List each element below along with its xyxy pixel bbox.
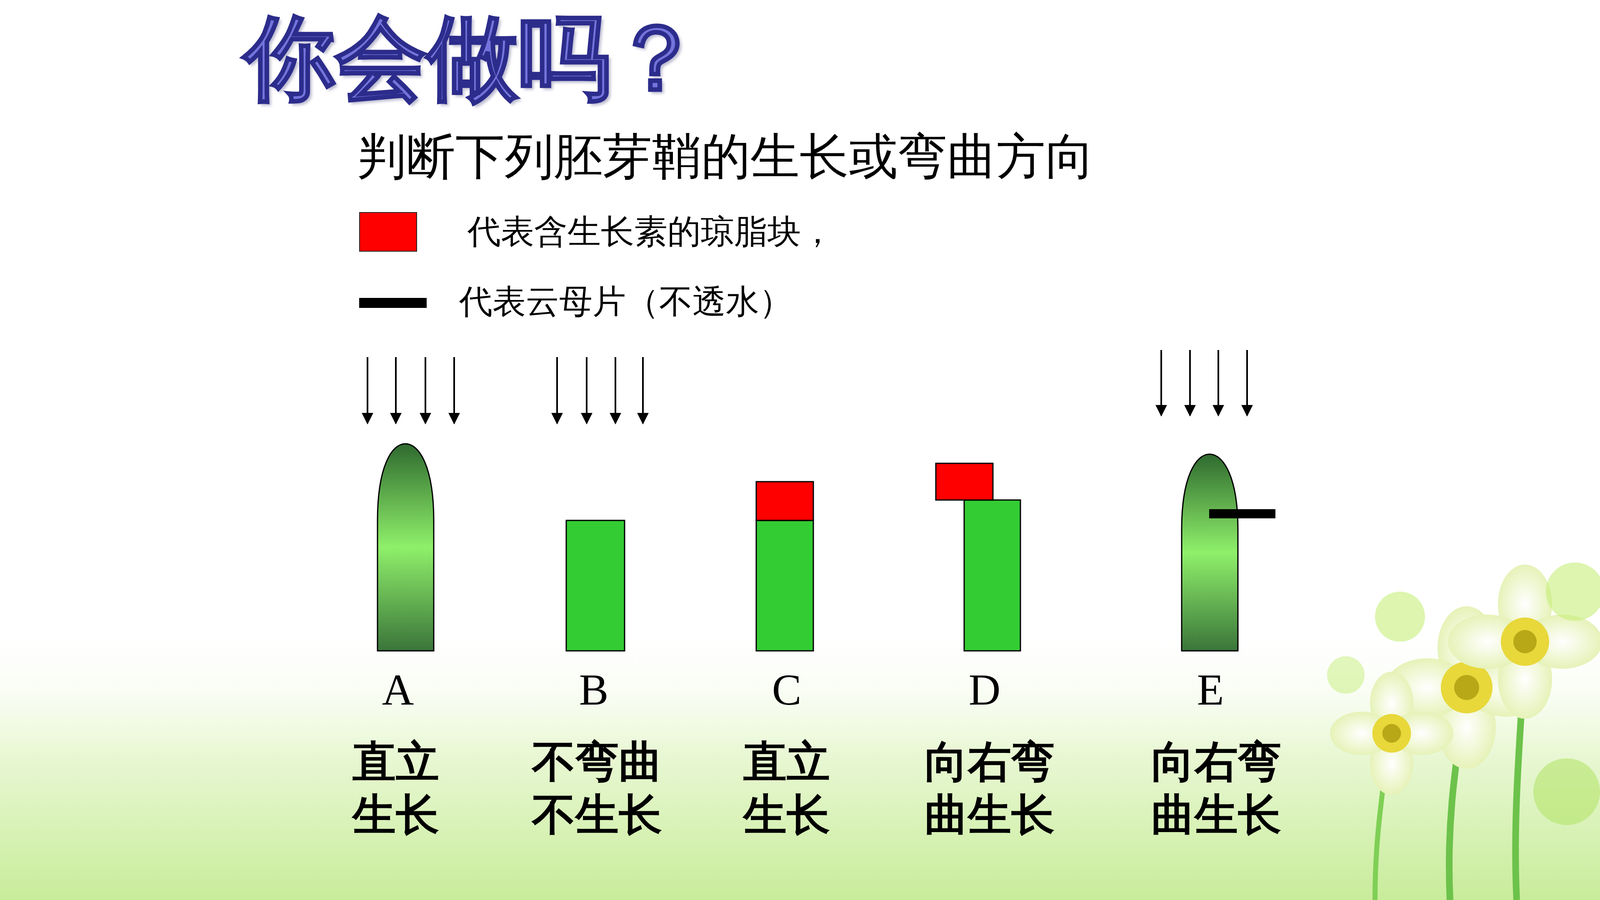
legend-swatch bbox=[359, 212, 418, 252]
panel-letter: C bbox=[772, 665, 802, 715]
agar-block bbox=[935, 463, 993, 500]
flower-decoration bbox=[1327, 562, 1600, 900]
instruction-text: 判断下列胚芽鞘的生长或弯曲方向 bbox=[357, 127, 1095, 187]
decapitated-coleoptile bbox=[566, 520, 625, 651]
ground-band bbox=[0, 625, 1600, 900]
decapitated-coleoptile bbox=[756, 520, 814, 651]
answer-text: 直立 生长 bbox=[708, 735, 865, 842]
decapitated-coleoptile bbox=[964, 500, 1021, 651]
legend-text: 代表含生长素的琼脂块， bbox=[467, 211, 835, 252]
agar-block bbox=[756, 481, 814, 521]
panel-letter: A bbox=[382, 665, 415, 715]
answer-text: 直立 生长 bbox=[317, 735, 474, 842]
panel-letter: E bbox=[1197, 665, 1225, 715]
coleoptile bbox=[377, 443, 434, 651]
panel-letter: B bbox=[579, 665, 609, 715]
legend-text: 代表云母片（不透水） bbox=[459, 281, 793, 322]
panel-letter: D bbox=[968, 665, 1001, 715]
answer-text: 向右弯 曲生长 bbox=[911, 735, 1068, 842]
mica-sheet bbox=[1209, 509, 1276, 519]
answer-text: 向右弯 曲生长 bbox=[1138, 735, 1295, 842]
mica-sample bbox=[359, 297, 427, 308]
light-arrows bbox=[367, 350, 1248, 424]
answer-text: 不弯曲 不生长 bbox=[519, 735, 675, 842]
slide-title: 你会做吗？ bbox=[243, 7, 703, 109]
coleoptile bbox=[1181, 454, 1238, 651]
